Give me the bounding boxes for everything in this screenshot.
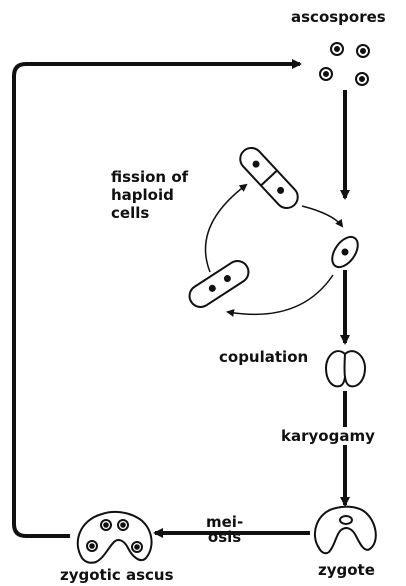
elongating-cell — [185, 257, 252, 311]
zygotic-ascus — [78, 512, 152, 563]
haploid-cell — [327, 232, 363, 271]
zygote-cell — [315, 507, 376, 554]
fission-label-line3: cells — [111, 204, 188, 222]
meiosis-label-line2: osis — [206, 530, 243, 545]
return-loop-arrow — [14, 64, 300, 536]
fission-label-line2: haploid — [111, 186, 188, 204]
copulation-cells — [326, 351, 365, 386]
fission-arrow-left — [206, 185, 247, 272]
meiosis-label: mei- osis — [206, 515, 243, 545]
zygotic-ascus-label: zygotic ascus — [60, 566, 174, 584]
copulation-label: copulation — [219, 348, 308, 366]
fission-label-line1: fission of — [111, 168, 188, 186]
ascospores-label: ascospores — [291, 8, 386, 26]
dividing-cell — [236, 143, 303, 212]
zygote-label: zygote — [318, 561, 375, 579]
fission-label: fission of haploid cells — [111, 168, 188, 222]
fission-arrow-right — [302, 206, 342, 226]
ascospores-group — [320, 43, 369, 85]
karyogamy-label: karyogamy — [279, 427, 377, 445]
